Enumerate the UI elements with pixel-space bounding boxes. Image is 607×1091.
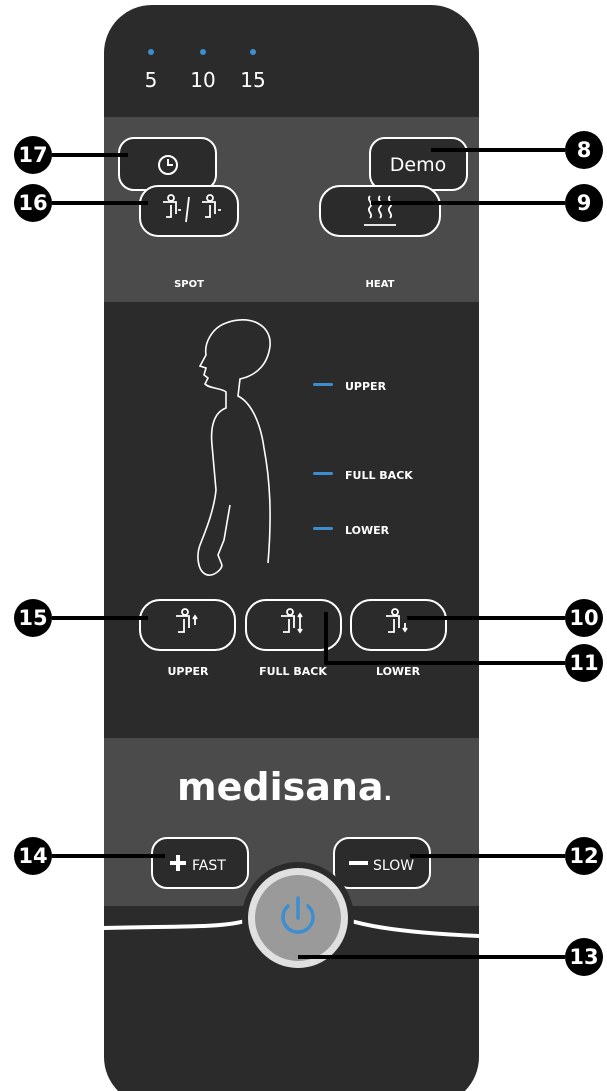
fast-label: FAST	[192, 858, 226, 874]
zone-lower-label: LOWER	[345, 524, 390, 537]
heat-button[interactable]	[320, 186, 440, 236]
fast-button[interactable]: FAST	[152, 838, 248, 888]
brand-dot: .	[384, 781, 392, 806]
spot-button[interactable]	[140, 186, 238, 236]
zone-led-upper	[313, 383, 333, 386]
callout-10: 10	[565, 599, 603, 637]
full-back-button-label: FULL BACK	[259, 665, 327, 678]
callout-16: 16	[14, 184, 52, 222]
timer-led-15	[250, 49, 256, 55]
lower-button[interactable]	[351, 600, 446, 650]
brand-logo: medisana.	[177, 765, 392, 809]
callout-14: 14	[14, 837, 52, 875]
callout-9-number: 9	[577, 191, 592, 215]
zone-full-back-label: FULL BACK	[345, 469, 413, 482]
callout-12-number: 12	[569, 844, 598, 868]
timer-level-5: 5	[145, 68, 158, 92]
zone-upper-label: UPPER	[345, 380, 387, 393]
heat-label: HEAT	[366, 279, 395, 290]
callout-16-number: 16	[18, 191, 47, 215]
callout-17: 17	[14, 136, 52, 174]
spot-label: SPOT	[174, 279, 204, 290]
callout-14-number: 14	[18, 844, 47, 868]
upper-button[interactable]	[140, 600, 235, 650]
callout-11-number: 11	[569, 651, 598, 675]
zone-led-lower	[313, 527, 333, 530]
timer-led-5	[148, 49, 154, 55]
callout-8: 8	[565, 131, 603, 169]
callout-13-number: 13	[569, 945, 598, 969]
callout-10-number: 10	[569, 606, 598, 630]
demo-button[interactable]: Demo	[370, 138, 467, 190]
slow-label: SLOW	[373, 858, 414, 874]
timer-button[interactable]	[119, 138, 216, 190]
brand-name: medisana	[177, 765, 384, 809]
timer-level-15: 15	[240, 68, 265, 92]
callout-15: 15	[14, 599, 52, 637]
slow-button[interactable]: SLOW	[334, 838, 430, 888]
demo-label: Demo	[390, 154, 446, 176]
timer-level-10: 10	[190, 68, 215, 92]
callout-12: 12	[565, 837, 603, 875]
callout-17-number: 17	[18, 143, 47, 167]
callout-13: 13	[565, 938, 603, 976]
zone-led-full-back	[313, 472, 333, 475]
lower-button-label: LOWER	[376, 665, 421, 678]
callout-9: 9	[565, 184, 603, 222]
timer-led-10	[200, 49, 206, 55]
callout-15-number: 15	[18, 606, 47, 630]
callout-8-number: 8	[577, 138, 592, 162]
minus-icon	[349, 861, 368, 865]
callout-11: 11	[565, 644, 603, 682]
upper-button-label: UPPER	[167, 665, 209, 678]
